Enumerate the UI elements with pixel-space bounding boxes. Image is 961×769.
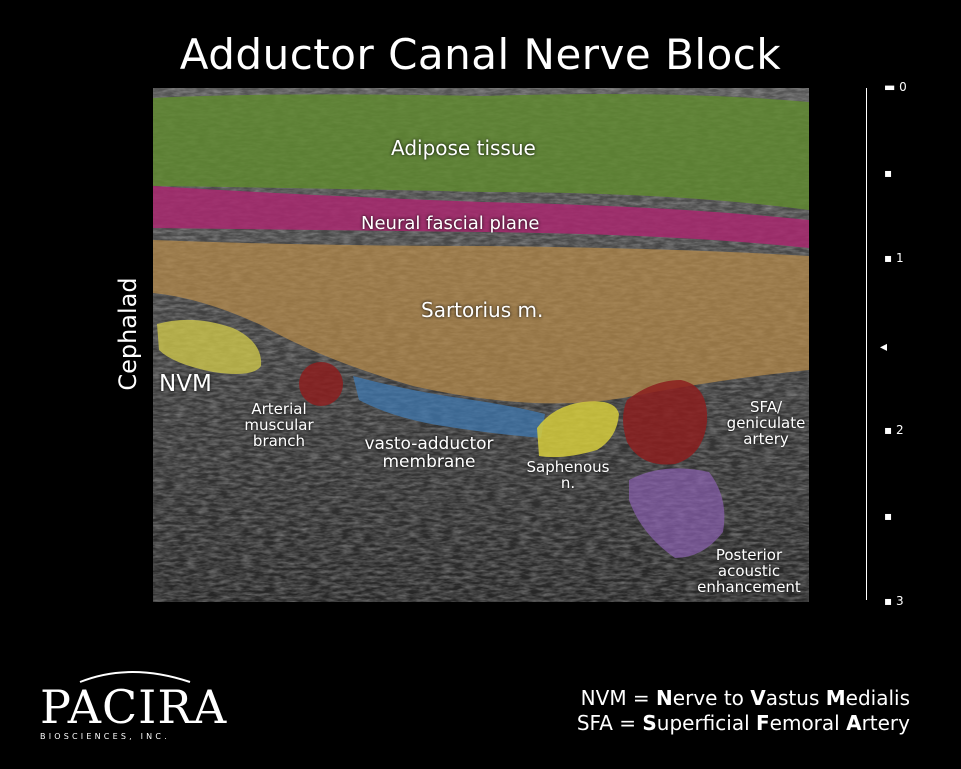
label-arterial-line1: Arterial [251,400,307,418]
neural-fascial-plane-region [153,186,809,248]
label-arterial-line3: branch [252,431,306,450]
adipose-region [153,94,809,210]
ultrasound-image: Adipose tissue Neural fascial plane Sart… [153,88,809,602]
depth-tick-1: ▪ 1 [884,251,904,265]
page-title: Adductor Canal Nerve Block [179,30,782,79]
depth-tick-3-label: 3 [895,594,904,608]
depth-tick-1-label: 1 [895,251,904,265]
legend-sfa-e: A [846,711,862,735]
label-saphenous-line2: n. [560,473,576,492]
label-vasto-line1: vasto-adductor [364,434,494,454]
legend-sfa-b: uperficial [656,711,756,735]
depth-tick-2: ▪ 2 [884,423,904,437]
legend-nvm-c: V [750,686,766,710]
label-posterior-line3: enhancement [697,577,801,596]
logo-subtext: BIOSCIENCES, INC. [40,732,170,741]
nvm-region [157,319,262,374]
depth-scale-line [866,88,867,600]
pacira-logo: PACIRA BIOSCIENCES, INC. [40,671,228,741]
label-saphenous: Saphenous n. [513,458,623,492]
legend-nvm: NVM = Nerve to Vastus Medialis [577,686,910,711]
legend-sfa-d: emoral [769,711,847,735]
label-vasto-line2: membrane [382,451,476,472]
vasto-adductor-membrane-region [353,376,545,438]
legend-nvm-d: astus [765,686,826,710]
legend-nvm-key: NVM = [580,686,657,710]
label-sfa-line2: geniculate [726,413,806,432]
label-posterior-line1: Posterior [715,546,783,564]
legend-sfa-f: rtery [861,711,910,735]
focus-marker-icon: ◂ [880,339,888,355]
legend-nvm-a: N [656,686,673,710]
label-sfa: SFA/ geniculate artery [711,398,809,448]
sartorius-region [153,240,809,404]
label-sfa-line1: SFA/ [749,398,783,416]
label-nvm: NVM [159,371,212,397]
label-neural-fascial-plane: Neural fascial plane [361,213,540,234]
label-saphenous-line1: Saphenous [526,458,610,476]
depth-tick-3: ▪ 3 [884,594,904,608]
label-posterior-line2: acoustic [717,561,781,580]
label-posterior: Posterior acoustic enhancement [679,546,809,596]
arterial-branch-region [299,362,343,406]
label-sartorius: Sartorius m. [421,298,544,322]
posterior-enhancement-region [629,468,725,558]
depth-tick-minor-2: ▪ [884,509,893,523]
ultrasound-overlay [153,88,809,602]
label-vasto-adductor: vasto-adductor membrane [347,434,511,472]
legend-nvm-f: edialis [845,686,910,710]
label-sfa-line3: artery [743,429,789,448]
abbreviation-legend: NVM = Nerve to Vastus Medialis SFA = Sup… [577,686,910,736]
cephalad-label: Cephalad [114,277,142,391]
label-arterial-line2: muscular [244,415,314,434]
logo-text: PACIRA [40,680,228,734]
legend-nvm-e: M [825,686,846,710]
depth-tick-2-label: 2 [895,423,904,437]
depth-tick-0-label: 0 [899,80,907,94]
sfa-region [623,380,708,465]
legend-sfa: SFA = Superficial Femoral Artery [577,711,910,736]
label-arterial-branch: Arterial muscular branch [239,400,319,450]
depth-tick-0: ▬ 0 [884,80,907,94]
label-adipose: Adipose tissue [391,136,536,160]
legend-sfa-a: S [642,711,657,735]
logo-arc-icon [79,671,191,683]
legend-nvm-b: erve to [672,686,751,710]
legend-sfa-c: F [755,711,770,735]
depth-tick-minor-1: ▪ [884,166,893,180]
legend-sfa-key: SFA = [576,711,643,735]
saphenous-region [537,401,619,458]
